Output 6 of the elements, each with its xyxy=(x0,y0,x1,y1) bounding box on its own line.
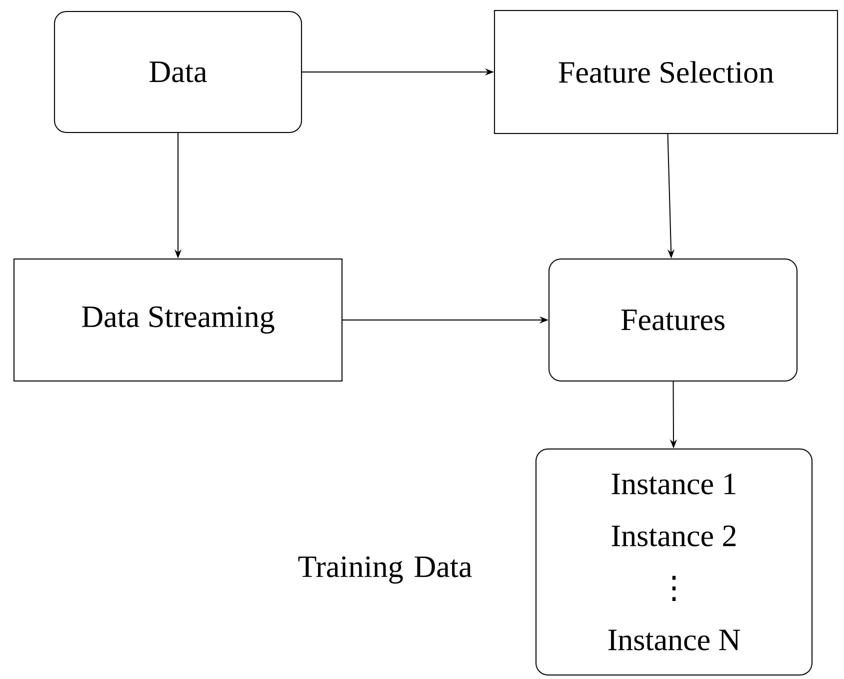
beside-label: Training Data xyxy=(298,556,472,584)
rounded-box: Data xyxy=(54,11,302,133)
rounded-box: Instance 1 Instance 2 ⋮ Instance N xyxy=(536,448,812,676)
rounded-box: Features xyxy=(548,258,798,382)
process-box: Data Streaming xyxy=(14,258,342,382)
process-box: Feature Selection xyxy=(494,10,838,134)
